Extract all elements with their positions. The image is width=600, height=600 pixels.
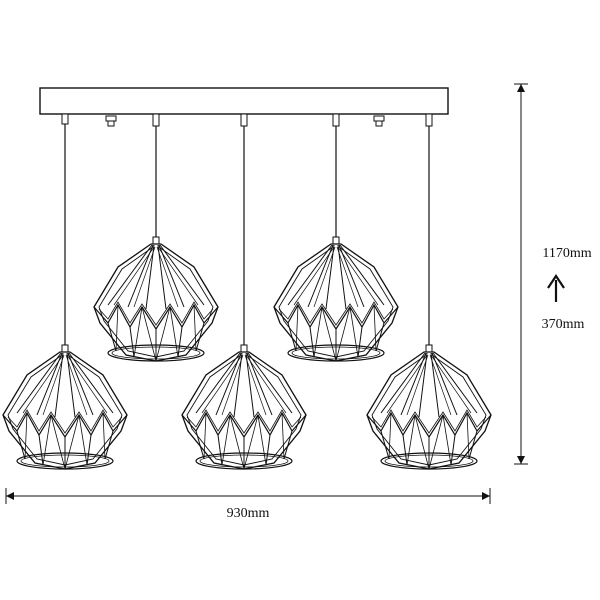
canopy-screw-right <box>373 115 385 127</box>
height-min-label: 370mm <box>542 317 585 332</box>
height-dimension <box>514 83 528 465</box>
pendant-2 <box>93 113 219 362</box>
canopy-screw-left <box>105 115 117 127</box>
width-label: 930mm <box>227 506 270 521</box>
ceiling-canopy <box>39 87 449 115</box>
adjustable-height-arrow-icon <box>547 274 565 302</box>
pendant-5 <box>366 113 492 470</box>
width-dimension <box>5 488 491 504</box>
height-max-label: 1170mm <box>542 246 591 261</box>
pendant-3 <box>181 113 307 470</box>
pendant-1 <box>2 113 128 470</box>
pendant-4 <box>273 113 399 362</box>
